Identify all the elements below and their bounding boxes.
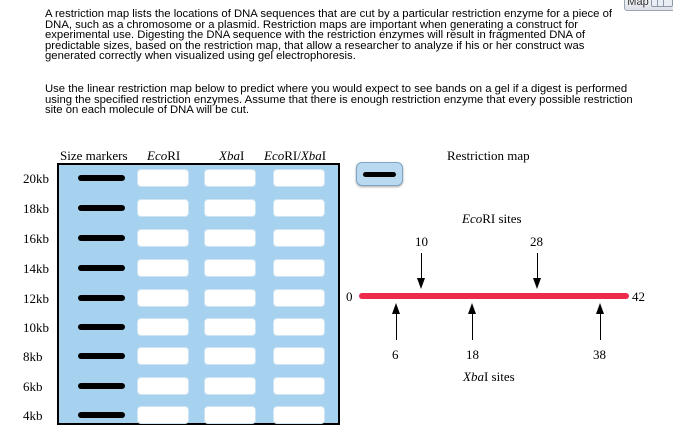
ecori-site-10-shaft <box>421 253 422 279</box>
double-digest-slot-20kb[interactable] <box>273 169 325 187</box>
ecori-slot-4kb[interactable] <box>137 406 189 424</box>
xbai-slot-16kb[interactable] <box>204 229 256 247</box>
xbai-site-18-arrow-icon <box>468 303 476 314</box>
size-label-20kb: 20kb <box>23 171 49 186</box>
size-label-18kb: 18kb <box>23 201 49 216</box>
size-label-14kb: 14kb <box>23 261 49 276</box>
marker-band-12kb <box>78 295 125 301</box>
xbai-slot-8kb[interactable] <box>204 347 256 365</box>
size-label-16kb: 16kb <box>23 231 49 246</box>
ecori-slot-16kb[interactable] <box>137 229 189 247</box>
xbai-site-6-arrow-icon <box>392 303 400 314</box>
xbai-site-38-arrow-icon <box>596 303 604 314</box>
marker-band-14kb <box>78 265 125 271</box>
size-label-8kb: 8kb <box>23 349 43 364</box>
marker-band-16kb <box>78 235 125 241</box>
double-digest-slot-12kb[interactable] <box>273 289 325 307</box>
double-digest-slot-16kb[interactable] <box>273 229 325 247</box>
lane-header-ecori-xbai: EcoRI/XbaI <box>264 148 327 163</box>
size-label-12kb: 12kb <box>23 291 49 306</box>
ecori-slot-18kb[interactable] <box>137 199 189 217</box>
map-layout-icon <box>650 0 673 7</box>
double-digest-slot-18kb[interactable] <box>273 199 325 217</box>
marker-band-8kb <box>78 353 125 359</box>
xbai-slot-12kb[interactable] <box>204 289 256 307</box>
band-icon <box>363 172 396 177</box>
marker-band-20kb <box>78 175 125 181</box>
size-label-10kb: 10kb <box>23 320 49 335</box>
ecori-site-10-label: 10 <box>415 234 428 249</box>
ecori-site-28-shaft <box>537 253 538 279</box>
ecori-slot-12kb[interactable] <box>137 289 189 307</box>
map-start-label: 0 <box>346 289 353 304</box>
xbai-slot-18kb[interactable] <box>204 199 256 217</box>
ecori-site-28-arrow-icon <box>533 278 541 289</box>
lane-header-xbai: XbaI <box>219 148 245 163</box>
xbai-slot-14kb[interactable] <box>204 259 256 277</box>
draggable-band[interactable] <box>356 162 403 186</box>
lane-header-markers: Size markers <box>60 148 128 163</box>
size-label-4kb: 4kb <box>23 408 43 423</box>
xbai-site-6-shaft <box>396 313 397 340</box>
map-button[interactable]: Map <box>624 0 673 11</box>
marker-band-10kb <box>78 324 125 330</box>
double-digest-slot-10kb[interactable] <box>273 318 325 336</box>
ecori-sites-label: EcoRI sites <box>462 211 522 226</box>
xbai-site-38-shaft <box>600 313 601 340</box>
map-button-label: Map <box>627 0 649 8</box>
ecori-slot-20kb[interactable] <box>137 169 189 187</box>
ecori-slot-6kb[interactable] <box>137 377 189 395</box>
double-digest-slot-8kb[interactable] <box>273 347 325 365</box>
dna-bar <box>359 293 629 299</box>
double-digest-slot-14kb[interactable] <box>273 259 325 277</box>
xbai-slot-4kb[interactable] <box>204 406 256 424</box>
lane-header-ecori: EcoRI <box>147 148 181 163</box>
xbai-site-38-label: 38 <box>593 347 606 362</box>
xbai-slot-10kb[interactable] <box>204 318 256 336</box>
ecori-slot-8kb[interactable] <box>137 347 189 365</box>
intro-paragraph-1: A restriction map lists the locations of… <box>45 8 612 62</box>
xbai-site-18-shaft <box>472 313 473 340</box>
double-digest-slot-6kb[interactable] <box>273 377 325 395</box>
ecori-slot-10kb[interactable] <box>137 318 189 336</box>
restriction-map-title: Restriction map <box>447 148 530 163</box>
ecori-site-28-label: 28 <box>530 234 543 249</box>
xbai-slot-6kb[interactable] <box>204 377 256 395</box>
xbai-site-6-label: 6 <box>392 347 399 362</box>
marker-band-18kb <box>78 205 125 211</box>
size-label-6kb: 6kb <box>23 379 43 394</box>
ecori-slot-14kb[interactable] <box>137 259 189 277</box>
xbai-slot-20kb[interactable] <box>204 169 256 187</box>
intro-paragraph-2: Use the linear restriction map below to … <box>45 83 633 116</box>
map-end-label: 42 <box>632 289 645 304</box>
xbai-site-18-label: 18 <box>466 347 479 362</box>
double-digest-slot-4kb[interactable] <box>273 406 325 424</box>
xbai-sites-label: XbaI sites <box>463 369 515 384</box>
marker-band-6kb <box>78 383 125 389</box>
ecori-site-10-arrow-icon <box>417 278 425 289</box>
marker-band-4kb <box>78 412 125 418</box>
